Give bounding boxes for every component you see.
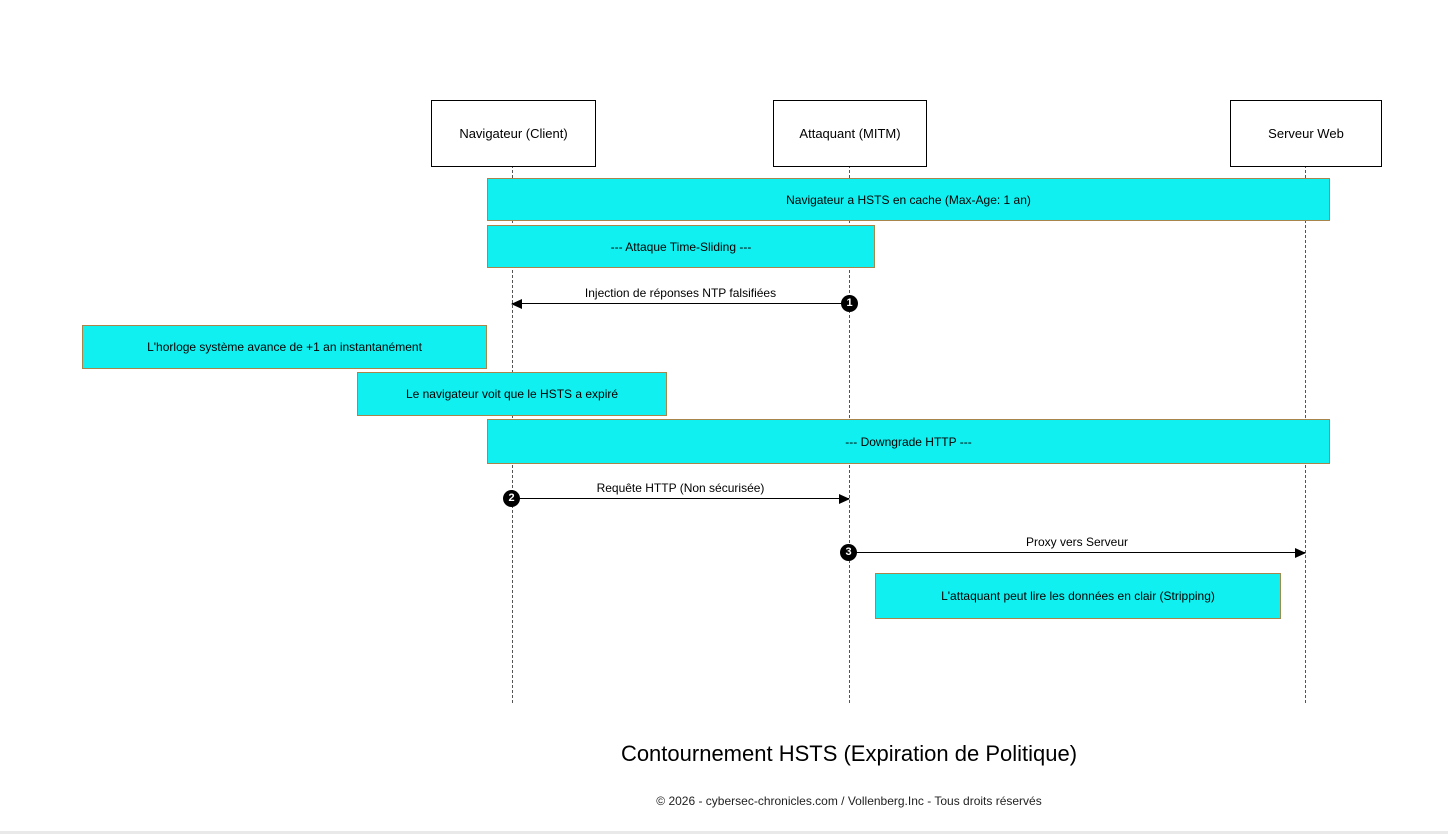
message-proxy-serveur: Proxy vers Serveur 3 xyxy=(840,535,1306,563)
actor-label-serveur: Serveur Web xyxy=(1268,125,1344,141)
divider-downgrade-http: --- Downgrade HTTP --- xyxy=(487,419,1330,464)
viewport-bottom-edge xyxy=(0,831,1448,834)
diagram-title: Contournement HSTS (Expiration de Politi… xyxy=(620,741,1078,766)
actor-box-navigateur: Navigateur (Client) xyxy=(431,100,596,167)
note-hsts-cache: Navigateur a HSTS en cache (Max-Age: 1 a… xyxy=(487,178,1330,221)
message-line xyxy=(512,498,849,499)
actor-label-attaquant: Attaquant (MITM) xyxy=(799,125,901,141)
message-requete-http: Requête HTTP (Non sécurisée) 2 xyxy=(503,481,850,509)
actor-box-attaquant: Attaquant (MITM) xyxy=(773,100,927,167)
note-hsts-expire: Le navigateur voit que le HSTS a expiré xyxy=(357,372,667,416)
note-stripping: L'attaquant peut lire les données en cla… xyxy=(875,573,1281,619)
message-label: Proxy vers Serveur xyxy=(1025,535,1129,549)
message-injection-ntp: Injection de réponses NTP falsifiées 1 xyxy=(511,286,858,314)
actor-label-navigateur: Navigateur (Client) xyxy=(459,125,568,141)
sequence-number-badge: 2 xyxy=(503,490,520,507)
message-label: Injection de réponses NTP falsifiées xyxy=(584,286,777,300)
copyright-footer: © 2026 - cybersec-chronicles.com / Volle… xyxy=(656,794,1042,808)
arrowhead-right-icon xyxy=(1295,548,1306,558)
note-horloge-avance: L'horloge système avance de +1 an instan… xyxy=(82,325,487,369)
arrowhead-right-icon xyxy=(839,494,850,504)
message-line xyxy=(849,552,1305,553)
arrowhead-left-icon xyxy=(511,299,522,309)
divider-attaque-time-sliding: --- Attaque Time-Sliding --- xyxy=(487,225,875,268)
sequence-number-badge: 1 xyxy=(841,295,858,312)
message-line xyxy=(512,303,849,304)
actor-box-serveur: Serveur Web xyxy=(1230,100,1382,167)
message-label: Requête HTTP (Non sécurisée) xyxy=(596,481,765,495)
sequence-number-badge: 3 xyxy=(840,544,857,561)
